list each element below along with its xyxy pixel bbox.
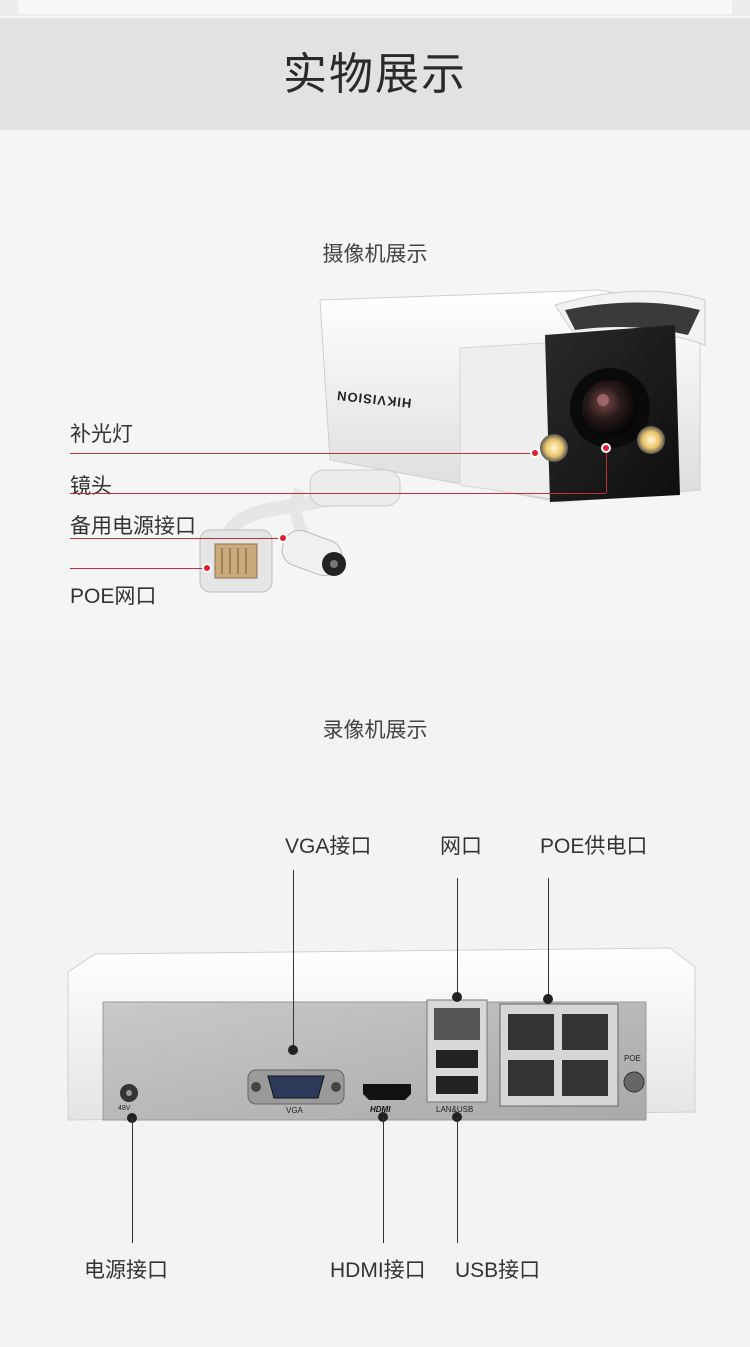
panel-text-poe: POE (624, 1054, 641, 1063)
camera-section: 摄像机展示 (0, 130, 750, 642)
callout-dot-fill-light (530, 448, 540, 458)
label-fill-light: 补光灯 (70, 423, 133, 446)
label-lens: 镜头 (70, 475, 112, 498)
label-poe-power: POE供电口 (540, 835, 648, 858)
panel-text-vga: VGA (286, 1106, 303, 1115)
label-usb: USB接口 (455, 1259, 541, 1282)
header-band (0, 18, 750, 130)
label-vga: VGA接口 (285, 835, 372, 858)
callout-dot-poe-power (543, 994, 553, 1004)
callout-line-fill-light (70, 453, 532, 454)
callout-dot-network (452, 992, 462, 1002)
nvr-illustration (67, 947, 696, 1121)
panel-text-lan-usb: LAN&USB (436, 1105, 474, 1114)
top-strip-inner (18, 0, 732, 14)
page-title: 实物展示 (283, 50, 467, 99)
top-strip (0, 0, 750, 16)
label-power: 电源接口 (84, 1259, 168, 1282)
callout-line-usb (457, 1117, 458, 1243)
label-poe-port: POE网口 (70, 585, 157, 608)
camera-section-title: 摄像机展示 (322, 243, 428, 266)
callout-line-poe-port (70, 568, 204, 569)
callout-line-lens (70, 493, 606, 494)
camera-illustration (199, 289, 706, 593)
callout-line-network (457, 878, 458, 994)
callout-dot-vga (288, 1045, 298, 1055)
callout-dot-poe-port (202, 563, 212, 573)
panel-text-hdmi: HDMI (370, 1105, 391, 1114)
callout-line-hdmi (383, 1117, 384, 1243)
nvr-section: 录像机展示 VGA接口 网口 POE供电口 (0, 642, 750, 1347)
label-network: 网口 (440, 835, 482, 858)
label-backup-power: 备用电源接口 (70, 515, 196, 538)
callout-line-power (132, 1118, 133, 1243)
callout-dot-backup-power (278, 533, 288, 543)
panel-text-power-rating: 48V (118, 1105, 131, 1112)
callout-line-vga (293, 870, 294, 1050)
callout-line-lens-vertical (606, 450, 607, 493)
callout-line-backup-power (70, 538, 280, 539)
callout-line-poe-power (548, 878, 549, 996)
nvr-section-title: 录像机展示 (322, 719, 428, 742)
callout-dot-lens (601, 443, 611, 453)
label-hdmi: HDMI接口 (330, 1259, 426, 1282)
